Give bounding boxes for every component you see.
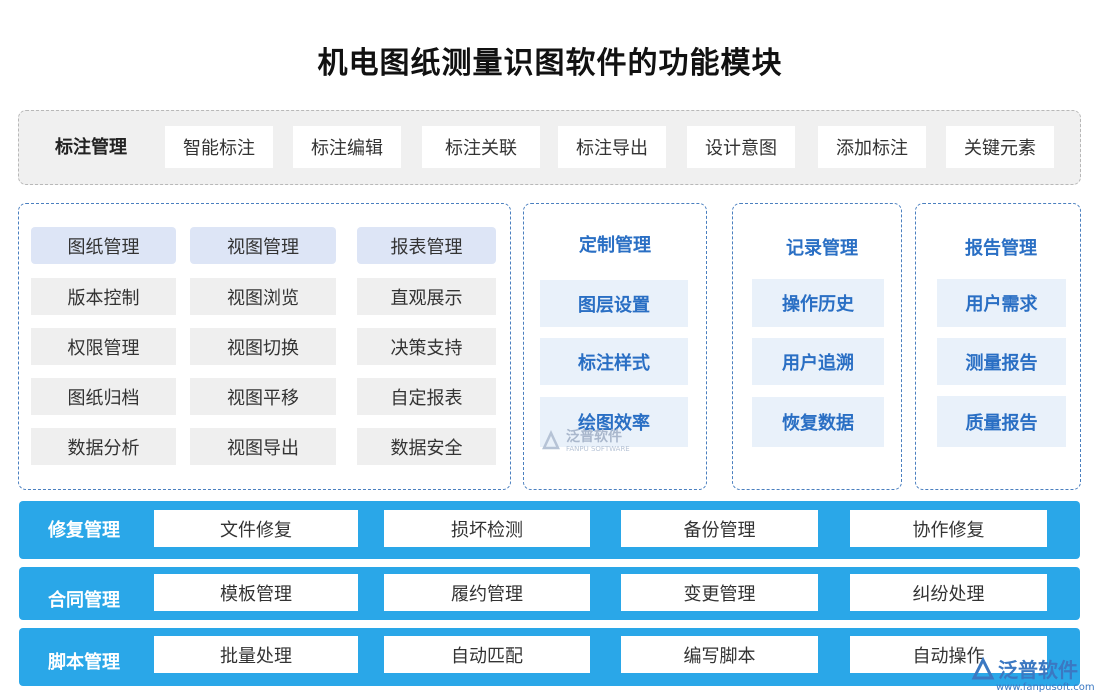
script-item[interactable]: 自动匹配 (384, 636, 590, 673)
grid-header-report-table[interactable]: 报表管理 (357, 227, 496, 264)
grid-cell[interactable]: 视图浏览 (190, 278, 336, 315)
grid-cell[interactable]: 视图切换 (190, 328, 336, 365)
contract-item[interactable]: 纠纷处理 (850, 574, 1047, 611)
page-title: 机电图纸测量识图软件的功能模块 (317, 46, 783, 81)
grid-cell[interactable]: 自定报表 (357, 378, 496, 415)
grid-cell[interactable]: 权限管理 (31, 328, 176, 365)
grid-cell[interactable]: 直观展示 (357, 278, 496, 315)
corner-watermark: 泛普软件 www.fanpusoft.com (968, 652, 1096, 698)
report-title: 报告管理 (965, 238, 1037, 259)
script-item[interactable]: 自动操作 (850, 636, 1047, 673)
script-label: 脚本管理 (48, 652, 120, 673)
custom-item[interactable]: 标注样式 (540, 338, 688, 385)
report-item[interactable]: 测量报告 (937, 338, 1066, 385)
record-item[interactable]: 恢复数据 (752, 397, 884, 447)
annotation-item[interactable]: 关键元素 (946, 126, 1054, 168)
repair-label: 修复管理 (48, 520, 120, 541)
custom-panel (523, 203, 707, 490)
annotation-item[interactable]: 添加标注 (818, 126, 926, 168)
annotation-label: 标注管理 (55, 137, 127, 158)
custom-title: 定制管理 (579, 235, 651, 256)
fanpu-logo-icon (542, 430, 560, 450)
watermark-logo: 泛普软件 FANPU SOFTWARE (540, 428, 650, 456)
contract-label: 合同管理 (48, 590, 120, 611)
annotation-item[interactable]: 设计意图 (687, 126, 795, 168)
grid-cell[interactable]: 视图平移 (190, 378, 336, 415)
script-item[interactable]: 批量处理 (154, 636, 358, 673)
report-panel (915, 203, 1081, 490)
annotation-item[interactable]: 智能标注 (165, 126, 273, 168)
grid-cell[interactable]: 决策支持 (357, 328, 496, 365)
contract-item[interactable]: 变更管理 (621, 574, 818, 611)
grid-cell[interactable]: 数据分析 (31, 428, 176, 465)
grid-header-view[interactable]: 视图管理 (190, 227, 336, 264)
report-item[interactable]: 用户需求 (937, 279, 1066, 327)
annotation-item[interactable]: 标注关联 (422, 126, 540, 168)
record-panel (732, 203, 902, 490)
record-item[interactable]: 用户追溯 (752, 338, 884, 385)
watermark-cn: 泛普软件 (566, 429, 622, 445)
grid-header-drawing[interactable]: 图纸管理 (31, 227, 176, 264)
grid-cell[interactable]: 图纸归档 (31, 378, 176, 415)
corner-watermark-cn: 泛普软件 (998, 658, 1078, 682)
repair-item[interactable]: 备份管理 (621, 510, 818, 547)
report-item[interactable]: 质量报告 (937, 396, 1066, 447)
corner-watermark-url: www.fanpusoft.com (996, 682, 1095, 693)
record-title: 记录管理 (786, 238, 858, 259)
custom-item[interactable]: 绘图效率 (540, 397, 688, 447)
grid-cell[interactable]: 视图导出 (190, 428, 336, 465)
repair-item[interactable]: 损坏检测 (384, 510, 590, 547)
contract-item[interactable]: 履约管理 (384, 574, 590, 611)
watermark-en: FANPU SOFTWARE (566, 445, 630, 453)
custom-item[interactable]: 图层设置 (540, 280, 688, 327)
fanpu-corner-logo-icon (971, 656, 995, 680)
grid-cell[interactable]: 版本控制 (31, 278, 176, 315)
main-grid-panel (18, 203, 511, 490)
annotation-item[interactable]: 标注导出 (558, 126, 666, 168)
record-item[interactable]: 操作历史 (752, 279, 884, 327)
grid-cell[interactable]: 数据安全 (357, 428, 496, 465)
script-item[interactable]: 编写脚本 (621, 636, 818, 673)
annotation-item[interactable]: 标注编辑 (293, 126, 401, 168)
repair-item[interactable]: 协作修复 (850, 510, 1047, 547)
repair-item[interactable]: 文件修复 (154, 510, 358, 547)
contract-item[interactable]: 模板管理 (154, 574, 358, 611)
